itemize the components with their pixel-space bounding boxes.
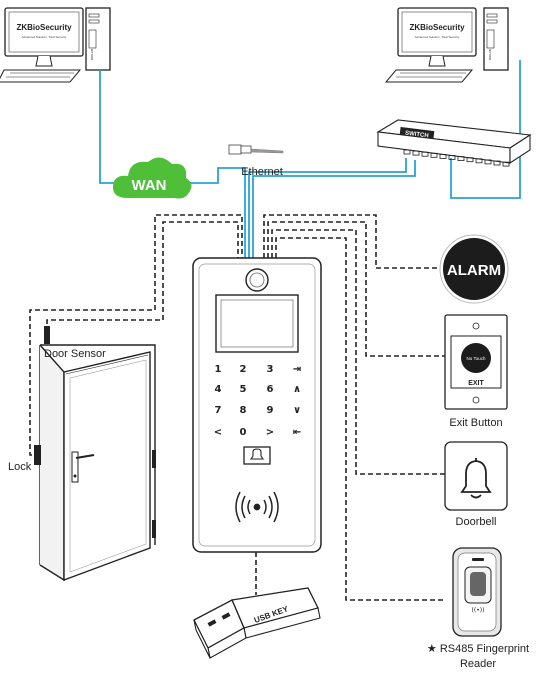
doorbell-button[interactable]	[243, 446, 271, 465]
switch-port	[412, 150, 420, 156]
exit-sign: EXIT	[468, 380, 484, 387]
keypad-key[interactable]: 4	[215, 384, 222, 395]
pc-left-brand: ZKBioSecurity	[16, 23, 72, 32]
switch-port	[457, 156, 465, 162]
svg-text:BIOLAB: BIOLAB	[488, 49, 492, 60]
wan-cloud: WAN	[112, 157, 192, 199]
keypad-key[interactable]: 2	[240, 364, 247, 375]
lock-device	[34, 445, 41, 465]
nfc-small-icon: ((•))	[472, 607, 485, 614]
access-terminal: 1 2 3 ⇥ 4 5 6 ∧ 7 8 9 ∨ <0 > ⇤	[192, 257, 322, 553]
door: Door Sensor Lock	[8, 326, 156, 582]
switch-port	[403, 149, 411, 155]
ethernet-label: Ethernet	[241, 166, 283, 178]
doorbell-device: Doorbell	[444, 441, 508, 528]
keypad-key[interactable]: >	[266, 427, 274, 438]
svg-text:No Touch: No Touch	[467, 356, 486, 361]
fingerprint-sensor	[470, 572, 486, 596]
keypad-key[interactable]: <	[214, 427, 222, 438]
switch-port	[466, 157, 474, 163]
keypad-key[interactable]: 5	[240, 384, 247, 395]
keypad-key[interactable]: ⇥	[293, 364, 301, 375]
pc-left-tagline: Advanced Solution, Total Security	[22, 35, 67, 39]
pc-left-tower	[85, 7, 111, 71]
doorbell-label: Doorbell	[456, 516, 497, 528]
pc-right-tower	[483, 7, 509, 71]
fingerprint-label-2: Reader	[460, 658, 496, 670]
svg-text:BIOLAB: BIOLAB	[90, 49, 94, 60]
pc-left: ZKBioSecurity Advanced Solution, Total S…	[0, 7, 111, 83]
network-lines	[99, 60, 521, 258]
door-panel	[63, 351, 151, 582]
wan-label: WAN	[132, 177, 167, 194]
keypad-key[interactable]: 6	[267, 384, 274, 395]
door-handle	[71, 451, 79, 483]
pc-right-keyboard	[384, 69, 474, 83]
dashed-wiring	[29, 214, 445, 601]
keypad-key[interactable]: ∧	[293, 384, 301, 395]
keypad-key[interactable]: 7	[215, 405, 222, 416]
pc-right-brand: ZKBioSecurity	[409, 23, 465, 32]
door-sensor-label: Door Sensor	[44, 348, 106, 360]
pc-right: ZKBioSecurity Advanced Solution, Total S…	[384, 7, 509, 83]
pc-right-tagline: Advanced Solution, Total Security	[415, 35, 460, 39]
switch-port	[484, 159, 492, 165]
no-touch-button[interactable]	[461, 343, 491, 373]
door-sensor-device	[44, 326, 50, 344]
keypad-key[interactable]: 9	[267, 405, 274, 416]
pc-left-keyboard	[0, 69, 82, 83]
switch-port	[475, 158, 483, 164]
switch-port	[502, 161, 510, 167]
switch-port	[439, 153, 447, 159]
ethernet-connector: Ethernet	[228, 144, 284, 178]
keypad-key[interactable]: 1	[215, 364, 222, 375]
exit-button-label: Exit Button	[449, 417, 502, 429]
keypad-key[interactable]: 8	[240, 405, 247, 416]
keypad-key[interactable]: ⇤	[293, 427, 302, 438]
keypad: 1 2 3 ⇥ 4 5 6 ∧ 7 8 9 ∨ <0 > ⇤	[214, 364, 302, 438]
alarm: ALARM	[439, 234, 509, 304]
alarm-label: ALARM	[447, 262, 501, 279]
keypad-key[interactable]: 3	[267, 364, 274, 375]
fingerprint-reader: ((•)) ★ RS485 Fingerprint Reader	[427, 547, 529, 670]
usb-key: USB KEY	[193, 587, 321, 659]
camera-icon	[245, 268, 269, 292]
keypad-key[interactable]: ∨	[293, 405, 301, 416]
bell-icon-large	[460, 460, 492, 493]
exit-button-device: No Touch EXIT Exit Button	[444, 314, 508, 429]
fingerprint-label-1: ★ RS485 Fingerprint	[427, 643, 529, 655]
bell-icon	[249, 448, 265, 460]
switch-port	[430, 152, 438, 158]
switch-port	[448, 155, 456, 160]
switch-port	[421, 151, 429, 157]
keypad-key[interactable]: 0	[240, 427, 247, 438]
nfc-icon	[235, 491, 279, 523]
network-switch: SWITCH	[376, 119, 532, 167]
lock-label: Lock	[8, 461, 32, 473]
switch-label: SWITCH	[405, 131, 429, 140]
switch-port	[493, 160, 501, 166]
